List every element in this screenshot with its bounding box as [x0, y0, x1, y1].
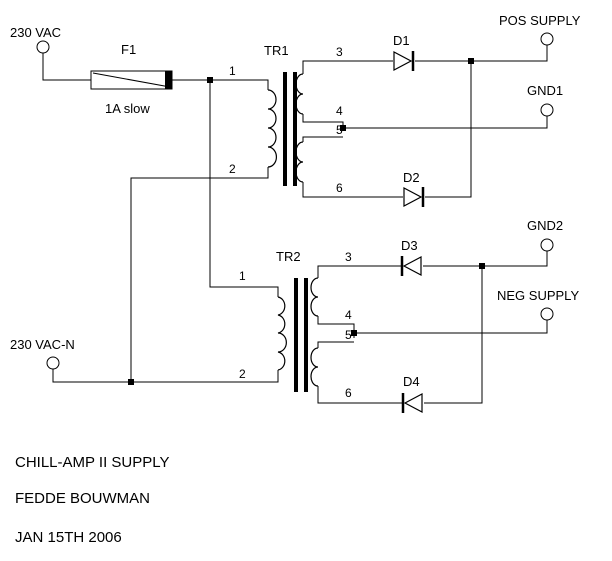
- pin-number: 4: [336, 104, 343, 118]
- label-gnd1: GND1: [527, 83, 563, 98]
- pin-number: 4: [345, 308, 352, 322]
- tr2-secondary-coil-upper: [310, 277, 319, 317]
- tr1-secondary-coil-lower: [295, 141, 304, 183]
- label-tr2: TR2: [276, 249, 301, 264]
- wire-neg-rail: [354, 320, 548, 334]
- diode-d3: [400, 256, 422, 276]
- wire-tr1-pin3: [302, 60, 393, 74]
- label-tr1: TR1: [264, 43, 289, 58]
- wire-tr1-pin2: [130, 167, 269, 382]
- diode-d1-body: [393, 51, 413, 71]
- component-labels: 230 VAC 230 VAC-N F1 1A slow TR1 TR2 D1 …: [10, 13, 581, 389]
- title-line-date: JAN 15TH 2006: [15, 529, 122, 546]
- junctions: [128, 58, 485, 385]
- label-fuse-ref: F1: [121, 42, 136, 57]
- transformer-tr2: [277, 277, 319, 392]
- diodes: [393, 51, 425, 413]
- terminal-neg-supply: [540, 307, 554, 321]
- title-line-author: FEDDE BOUWMAN: [15, 490, 150, 507]
- label-gnd2: GND2: [527, 218, 563, 233]
- terminal-pos-supply: [540, 32, 554, 46]
- wire-ac-in: [42, 53, 91, 81]
- pin-number: 2: [229, 162, 236, 176]
- pin-number: 1: [239, 269, 246, 283]
- label-neg-supply: NEG SUPPLY: [497, 288, 579, 303]
- transformer-tr1: [267, 72, 304, 186]
- pin-number: 5: [345, 328, 352, 342]
- wire-d4-anode: [424, 266, 483, 404]
- pin-numbers: 1 2 3 4 5 6 1 2 3 4 5 6: [229, 45, 352, 400]
- tr2-secondary-coil-lower: [310, 347, 319, 387]
- fuse-element: [92, 72, 171, 88]
- label-d3: D3: [401, 238, 418, 253]
- tr1-secondary-coil-upper: [295, 73, 304, 115]
- wire-tr2-pin1: [209, 80, 279, 297]
- diode-d1: [393, 51, 415, 71]
- terminal-gnd1: [540, 103, 554, 117]
- fuse: [90, 70, 173, 90]
- diode-d4: [401, 393, 423, 413]
- terminals: [36, 32, 554, 370]
- label-pos-supply: POS SUPPLY: [499, 13, 581, 28]
- pin-number: 6: [336, 181, 343, 195]
- pin-number: 5: [336, 123, 343, 137]
- title-block: CHILL-AMP II SUPPLY FEDDE BOUWMAN JAN 15…: [15, 454, 170, 546]
- fuse-slow-mark: [165, 71, 172, 89]
- wire-gnd1: [343, 116, 548, 129]
- wire-tr2-pin6: [317, 386, 402, 404]
- wires: [42, 45, 548, 404]
- wire-gnd2-rail: [423, 251, 548, 267]
- pin-number: 1: [229, 64, 236, 78]
- wire-d2-cathode: [425, 61, 472, 198]
- wire-fuse-tr1: [172, 79, 269, 90]
- label-ac-neutral: 230 VAC-N: [10, 337, 75, 352]
- pin-number: 3: [336, 45, 343, 59]
- junction-dot: [340, 125, 346, 131]
- wire-pos-rail: [415, 45, 548, 62]
- junction-dot: [351, 330, 357, 336]
- terminal-gnd2: [540, 238, 554, 252]
- wire-tr2-pin5: [317, 341, 354, 348]
- junction-dot: [468, 58, 474, 64]
- wire-tr1-pin6: [302, 182, 403, 198]
- diode-d2-body: [403, 187, 423, 207]
- terminal-ac-in: [36, 40, 50, 54]
- terminal-ac-neutral: [46, 356, 60, 370]
- label-d4: D4: [403, 374, 420, 389]
- wire-tr1-pin5: [302, 136, 343, 142]
- diode-d2: [403, 187, 425, 207]
- tr2-primary-coil: [277, 296, 287, 371]
- wire-tr2-pin3: [317, 265, 401, 278]
- label-fuse-value: 1A slow: [105, 101, 150, 116]
- label-d1: D1: [393, 33, 410, 48]
- title-line-project: CHILL-AMP II SUPPLY: [15, 454, 170, 471]
- diode-d4-body: [403, 393, 423, 413]
- label-ac-in: 230 VAC: [10, 25, 61, 40]
- wire-neutral: [52, 369, 279, 383]
- junction-dot: [128, 379, 134, 385]
- junction-dot: [479, 263, 485, 269]
- pin-number: 2: [239, 367, 246, 381]
- label-d2: D2: [403, 170, 420, 185]
- pin-number: 6: [345, 386, 352, 400]
- diode-d3-body: [402, 256, 422, 276]
- pin-number: 3: [345, 250, 352, 264]
- junction-dot: [207, 77, 213, 83]
- tr1-primary-coil: [267, 89, 278, 168]
